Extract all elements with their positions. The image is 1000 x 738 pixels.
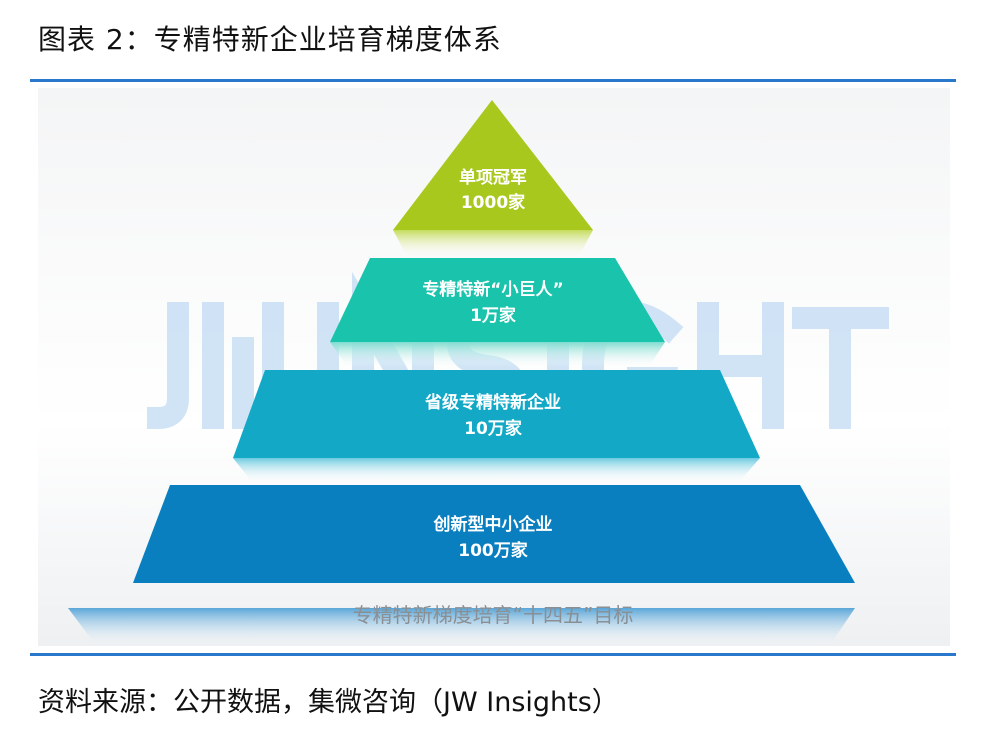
tier-label: 创新型中小企业 bbox=[433, 514, 553, 535]
tier-champions bbox=[393, 100, 593, 230]
tier-reflection bbox=[393, 230, 593, 258]
figure-title: 图表 2：专精特新企业培育梯度体系 bbox=[38, 23, 502, 56]
tier-little-giants bbox=[330, 258, 665, 342]
top-divider bbox=[30, 79, 956, 82]
tier-reflection bbox=[233, 458, 760, 483]
tier-count: 1万家 bbox=[470, 305, 516, 326]
source-note: 资料来源：公开数据，集微咨询（JW Insights） bbox=[38, 687, 619, 718]
tier-label: 专精特新“小巨人” bbox=[422, 279, 563, 300]
pyramid-figure: 单项冠军 1000家 专精特新“小巨人” 1万家 省级专精特新企业 10万家 创… bbox=[38, 88, 950, 648]
diagram-caption: 专精特新梯度培育“十四五”目标 bbox=[353, 603, 634, 627]
tier-label: 省级专精特新企业 bbox=[424, 392, 561, 413]
tier-reflection bbox=[68, 608, 855, 648]
bottom-divider bbox=[30, 653, 956, 656]
tier-reflection bbox=[330, 342, 665, 368]
tier-count: 100万家 bbox=[458, 540, 528, 561]
tier-count: 1000家 bbox=[461, 192, 525, 213]
tier-label: 单项冠军 bbox=[459, 167, 527, 188]
tier-innovative-smes bbox=[133, 485, 855, 583]
tier-count: 10万家 bbox=[464, 418, 522, 439]
tier-provincial bbox=[233, 370, 760, 458]
